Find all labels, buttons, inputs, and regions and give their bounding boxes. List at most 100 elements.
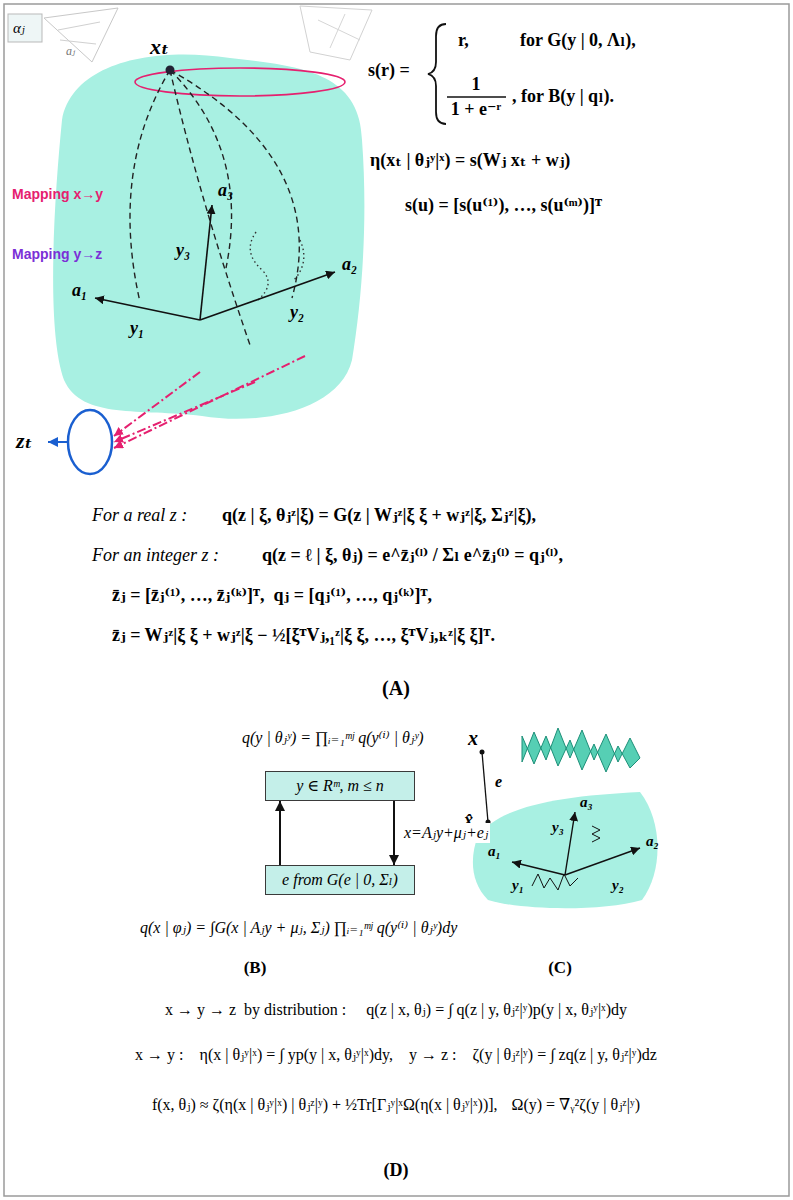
thumbnail-box [8, 14, 42, 42]
point-label: xₜ [150, 34, 169, 60]
label-holder: s(r) = [368, 60, 410, 82]
point-label: e [495, 772, 502, 791]
thumbnail-label: αⱼ [13, 19, 25, 37]
axis-a3 [565, 812, 575, 875]
fraction-bar [447, 96, 506, 97]
label-holder: z̄ⱼ = Wⱼᶻ|ξ ξ + wⱼᶻ|ξ − ½[ξᵀVⱼ,₁ᶻ|ξ ξ, …… [112, 625, 495, 647]
formula-text: q(z | ξ, θⱼᶻ|ξ) = G(z | Wⱼᶻ|ξ ξ + wⱼᶻ|ξ,… [222, 505, 536, 527]
formula-text: z̄ⱼ = Wⱼᶻ|ξ ξ + wⱼᶻ|ξ − ½[ξᵀVⱼ,₁ᶻ|ξ ξ, …… [112, 625, 495, 647]
label-holder: For an integer z : [92, 545, 219, 567]
label-holder: (C) [548, 958, 572, 978]
label-holder: y₂ [290, 302, 304, 324]
box-text: y ∈ Rᵐ, m ≤ n [296, 776, 384, 795]
formula-text: η(xₜ | θⱼʸ|ˣ) = s(Wⱼ xₜ + wⱼ) [370, 150, 570, 172]
formula-text: s(r) = [368, 60, 410, 82]
label-holder: For a real z : [92, 505, 187, 527]
label-holder: for G(y | 0, Λₗ), [520, 30, 636, 52]
process-box: y ∈ Rᵐ, m ≤ n [265, 771, 415, 801]
mapping-label: Mapping x→y [12, 186, 103, 203]
formula-text: x → y → z by distribution : [165, 1000, 346, 1019]
formula-text: q(z | x, θⱼ) = ∫ q(z | y, θⱼᶻ|ʸ)p(y | x,… [366, 1000, 627, 1019]
formula-text: y → z : [409, 1045, 457, 1064]
label-holder: y₂ [612, 876, 624, 894]
signal-trace [592, 826, 600, 842]
axis-label: y₁ [512, 876, 524, 894]
label-holder: a₁ [72, 280, 87, 302]
flow-arrow [393, 801, 395, 865]
axis-label: a₂ [342, 254, 357, 276]
axis-label: y₃ [176, 240, 190, 262]
thumbnail-label: aⱼ [66, 44, 75, 58]
label-holder: a₂ [646, 832, 659, 850]
axis-label: a₁ [72, 280, 87, 302]
axis-a1 [95, 298, 200, 320]
label-holder: a₂ [342, 254, 357, 276]
formula-text: For an integer z : [92, 545, 219, 567]
formula-text: q(x | φⱼ) = ∫G(x | Aⱼy + μⱼ, Σⱼ) ∏ᵢ₌₁ᵐʲ … [140, 918, 457, 937]
label-holder: y₁ [130, 318, 144, 340]
formula-row: x → y :η(x | θⱼʸ|ˣ) = ∫ yp(y | x, θⱼʸ|ˣ)… [135, 1045, 657, 1064]
label-holder: y₁ [512, 876, 524, 894]
label-holder: y₃ [176, 240, 190, 262]
box-text: e from G(e | 0, Σₗ) [282, 870, 398, 889]
output-ellipse [68, 410, 112, 474]
dashed-mapping [170, 70, 299, 298]
axis-a2 [565, 848, 640, 875]
panel-label: (A) [382, 676, 410, 700]
panel-label: (D) [384, 1160, 409, 1182]
axis-label: y₁ [130, 318, 144, 340]
label-holder: r, [458, 30, 469, 52]
formula-text: For a real z : [92, 505, 187, 527]
output-label: zₜ [16, 428, 33, 454]
label-holder: η(xₜ | θⱼʸ|ˣ) = s(Wⱼ xₜ + wⱼ) [370, 150, 570, 172]
label-holder: 1 [472, 74, 481, 96]
formula-text: q(z = ℓ | ξ, θⱼ) = e^z̄ⱼ⁽ˡ⁾ / Σₗ e^z̄ⱼ⁽ˡ… [262, 545, 563, 567]
formula-text: η(x | θⱼʸ|ˣ) = ∫ yp(y | x, θⱼʸ|ˣ)dy, [200, 1045, 393, 1064]
formula-text: 1 + e⁻ʳ [451, 99, 501, 121]
label-holder: a₁ [488, 842, 501, 860]
label-holder: a₃ [218, 180, 233, 202]
label-holder: (D) [384, 1160, 409, 1182]
axis-label: y₃ [552, 818, 564, 836]
label-holder: y₃ [552, 818, 564, 836]
formula-text: s(u) = [s(u⁽¹⁾), …, s(u⁽ᵐ⁾)]ᵀ [405, 195, 602, 217]
dotted-curve [250, 232, 268, 300]
label-holder: (A) [382, 676, 410, 700]
dashdot-mapping [114, 372, 200, 436]
thumbnail-sketch [44, 8, 118, 62]
manifold-plane [53, 54, 364, 418]
label-holder: (B) [244, 958, 267, 978]
output-arrow [48, 441, 67, 443]
formula-text: q(y | θⱼʸ) = ∏ᵢ₌₁ᵐʲ q(y⁽ⁱ⁾ | θⱼʸ) [242, 728, 424, 747]
axis-a2 [200, 272, 335, 320]
formula-text: , for B(y | qₗ). [512, 86, 614, 108]
label-holder: 1 + e⁻ʳ [451, 99, 501, 121]
formula-row: f(x, θⱼ) ≈ ζ(η(x | θⱼʸ|ˣ) | θⱼᶻ|ʸ) + ½Tr… [152, 1095, 640, 1114]
thumbnail-sketch [58, 22, 100, 44]
label-holder: aⱼ [66, 44, 75, 58]
thumbnail-sketch [300, 6, 372, 60]
point-label: x [468, 726, 478, 750]
axis-label: a₃ [580, 793, 593, 811]
panel-label: (B) [244, 958, 267, 978]
label-holder: q(x | φⱼ) = ∫G(x | Aⱼy + μⱼ, Σⱼ) ∏ᵢ₌₁ᵐʲ … [140, 918, 457, 937]
formula-text: f(x, θⱼ) ≈ ζ(η(x | θⱼʸ|ˣ) | θⱼᶻ|ʸ) + ½Tr… [152, 1095, 498, 1114]
formula-text: for G(y | 0, Λₗ), [520, 30, 636, 52]
label-holder: z̄ⱼ = [z̄ⱼ⁽¹⁾, …, z̄ⱼ⁽ᵏ⁾]ᵀ, qⱼ = [qⱼ⁽¹⁾,… [112, 585, 432, 607]
label-holder: , for B(y | qₗ). [512, 86, 614, 108]
manifold-plane [473, 792, 658, 908]
flow-arrow [279, 801, 281, 865]
axis-a3 [200, 205, 212, 320]
label-holder: q(z | ξ, θⱼᶻ|ξ) = G(z | Wⱼᶻ|ξ ξ + wⱼᶻ|ξ,… [222, 505, 536, 527]
formula-text: Ω(y) = ∇ᵧ²ζ(y | θⱼᶻ|ʸ) [512, 1095, 641, 1114]
formula-text: ζ(y | θⱼᶻ|ʸ) = ∫ zq(z | y, θⱼᶻ|ʸ)dz [472, 1045, 656, 1064]
label-holder: Mapping x→y [12, 186, 103, 203]
label-holder: a₃ [580, 793, 593, 811]
thumbnail-sketch [318, 14, 360, 48]
edge-label: x=Aⱼy+μⱼ+eⱼ [402, 823, 490, 842]
dashdot-mapping [114, 382, 255, 442]
label-holder: q(y | θⱼʸ) = ∏ᵢ₌₁ᵐʲ q(y⁽ⁱ⁾ | θⱼʸ) [242, 728, 424, 747]
error-vector [482, 752, 488, 822]
axis-label: y₂ [290, 302, 304, 324]
